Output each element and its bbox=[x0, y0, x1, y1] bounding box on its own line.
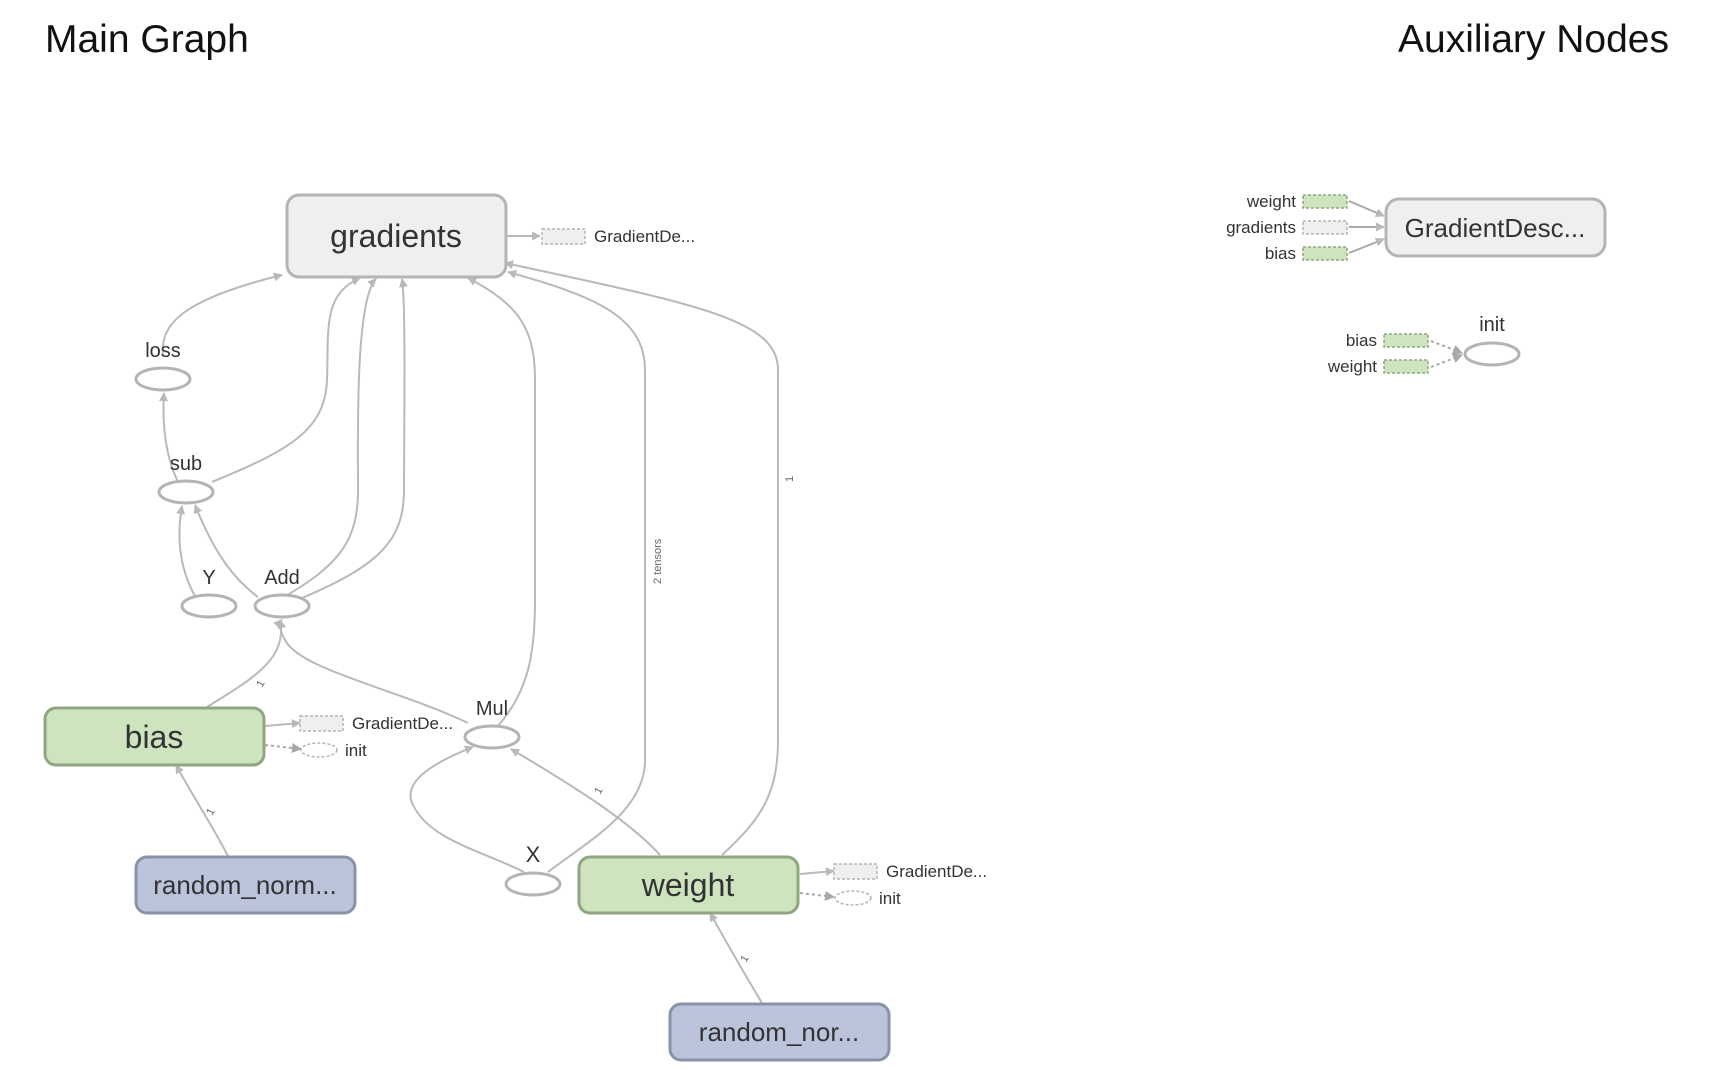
edge-sub-loss bbox=[159, 392, 179, 483]
node-y-label: Y bbox=[202, 567, 215, 589]
main-graph-title: Main Graph bbox=[45, 18, 249, 61]
node-x-label: X bbox=[526, 842, 541, 867]
annotation-bias-grad[interactable]: GradientDe... bbox=[299, 714, 453, 733]
node-bias[interactable]: bias bbox=[43, 706, 266, 767]
annotation-bias-init-label: init bbox=[345, 741, 367, 760]
edge-mul-gradients bbox=[467, 277, 536, 728]
annotation-weight-init[interactable]: init bbox=[834, 889, 901, 908]
edge-bias-init bbox=[264, 743, 302, 753]
annotation-bias-init[interactable]: init bbox=[300, 741, 367, 760]
edge-add-sub bbox=[193, 504, 259, 598]
node-weight[interactable]: weight bbox=[577, 855, 800, 915]
aux-edge-init-weight bbox=[1430, 353, 1463, 368]
aux-init-input-bias-label: bias bbox=[1346, 331, 1377, 350]
node-gradients[interactable]: gradients bbox=[285, 193, 508, 279]
node-random-norm-weight-label: random_nor... bbox=[699, 1017, 859, 1047]
aux-node-gradient-descent-label: GradientDesc... bbox=[1405, 213, 1586, 243]
node-random-norm-bias-label: random_norm... bbox=[153, 870, 337, 900]
aux-input-bias-label: bias bbox=[1265, 244, 1296, 263]
edge-label-bias-add: 1 bbox=[254, 678, 267, 689]
aux-init-input-weight[interactable]: weight bbox=[1327, 357, 1429, 376]
edge-x-gradients bbox=[507, 269, 646, 873]
aux-input-weight-label: weight bbox=[1246, 192, 1296, 211]
node-random-norm-weight[interactable]: random_nor... bbox=[668, 1002, 891, 1062]
node-gradients-label: gradients bbox=[330, 218, 462, 254]
auxiliary-nodes-title: Auxiliary Nodes bbox=[1398, 18, 1669, 61]
node-weight-label: weight bbox=[641, 867, 735, 903]
node-sub[interactable]: sub bbox=[157, 453, 215, 505]
annotation-weight-grad[interactable]: GradientDe... bbox=[833, 862, 987, 881]
aux-node-init-label: init bbox=[1479, 314, 1505, 336]
annotation-gradients-out-label: GradientDe... bbox=[594, 227, 695, 246]
edge-add-gradients-a bbox=[281, 278, 377, 599]
aux-input-gradients[interactable]: gradients bbox=[1226, 218, 1348, 237]
node-sub-label: sub bbox=[170, 453, 202, 475]
edge-sub-gradients bbox=[211, 277, 361, 483]
edge-label-weight-gradients: 1 bbox=[784, 476, 796, 482]
node-random-norm-bias[interactable]: random_norm... bbox=[134, 855, 357, 915]
node-add-label: Add bbox=[264, 567, 300, 589]
node-loss[interactable]: loss bbox=[134, 340, 192, 392]
edge-loss-gradients bbox=[161, 272, 283, 357]
annotation-weight-init-label: init bbox=[879, 889, 901, 908]
edge-x-mul bbox=[409, 745, 525, 873]
annotation-gradients-out[interactable]: GradientDe... bbox=[541, 227, 695, 246]
edge-mul-add bbox=[273, 619, 469, 724]
node-add[interactable]: Add bbox=[253, 567, 311, 619]
aux-init-input-bias[interactable]: bias bbox=[1346, 331, 1429, 350]
main-control-edges bbox=[264, 743, 835, 901]
node-bias-label: bias bbox=[125, 719, 184, 755]
main-edges bbox=[159, 231, 835, 1004]
annotation-weight-grad-label: GradientDe... bbox=[886, 862, 987, 881]
node-mul-label: Mul bbox=[476, 698, 508, 720]
edge-labels: 2 tensors 1 1 1 1 1 bbox=[204, 476, 796, 965]
node-mul[interactable]: Mul bbox=[463, 698, 521, 750]
edge-label-random-bias: 1 bbox=[204, 806, 217, 817]
edge-weight-gradients bbox=[504, 260, 779, 856]
aux-init-group: bias weight init bbox=[1327, 314, 1521, 376]
edge-bias-grad bbox=[264, 719, 301, 729]
node-x[interactable]: X bbox=[504, 842, 562, 897]
edge-label-random-weight: 1 bbox=[738, 953, 751, 964]
aux-node-init[interactable]: init bbox=[1463, 314, 1521, 367]
aux-node-gradient-descent[interactable]: GradientDesc... bbox=[1384, 197, 1607, 258]
node-y[interactable]: Y bbox=[180, 567, 238, 619]
edge-weight-init bbox=[799, 890, 835, 901]
aux-edge-init-bias bbox=[1430, 340, 1463, 355]
aux-edges bbox=[1348, 200, 1385, 254]
edge-random-weight bbox=[709, 912, 763, 1004]
aux-input-bias[interactable]: bias bbox=[1265, 244, 1348, 263]
aux-edge-bias bbox=[1348, 237, 1385, 254]
annotation-bias-grad-label: GradientDe... bbox=[352, 714, 453, 733]
aux-control-edges bbox=[1430, 340, 1463, 368]
aux-gradient-descent-group: weight gradients bias GradientDesc... bbox=[1226, 192, 1607, 263]
edge-weight-grad bbox=[799, 867, 835, 877]
node-loss-label: loss bbox=[145, 340, 181, 362]
edge-bias-add bbox=[206, 619, 286, 708]
edge-weight-mul bbox=[510, 748, 661, 856]
edge-random-bias bbox=[175, 764, 229, 857]
edge-add-gradients-b bbox=[301, 278, 408, 599]
aux-init-input-weight-label: weight bbox=[1327, 357, 1377, 376]
aux-input-weight[interactable]: weight bbox=[1246, 192, 1348, 211]
edge-label-weight-mul: 1 bbox=[592, 785, 605, 796]
aux-edge-weight bbox=[1348, 200, 1385, 217]
edge-y-sub bbox=[176, 505, 197, 599]
edge-label-2-tensors: 2 tensors bbox=[652, 538, 664, 584]
aux-input-gradients-label: gradients bbox=[1226, 218, 1296, 237]
